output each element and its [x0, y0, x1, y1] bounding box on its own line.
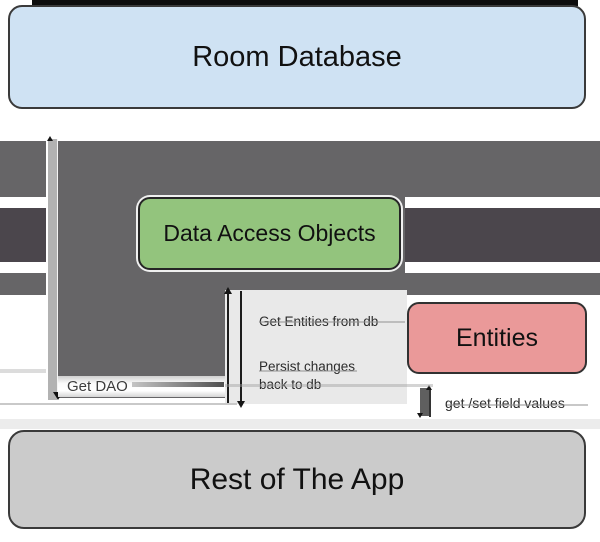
arrowhead-down-icon — [237, 401, 245, 408]
artifact-line — [0, 369, 46, 373]
artifact-line — [0, 403, 237, 405]
artifact-top-border — [32, 0, 578, 6]
node-room-database-label: Room Database — [192, 40, 402, 73]
field-values-arrowhead-up-icon — [426, 385, 432, 390]
artifact-line — [225, 384, 433, 387]
get-dao-rule-line — [132, 382, 224, 387]
dao-entities-arrow-down — [240, 291, 242, 401]
artifact-strip — [0, 419, 600, 429]
field-values-arrow-line — [429, 388, 431, 417]
artifact-line — [447, 404, 588, 406]
edge-label-persist-line2: back to db — [259, 377, 322, 392]
field-values-arrow-bar — [420, 388, 429, 416]
edge-label-persist-line1: Persist changes — [259, 359, 356, 374]
node-data-access-objects-label: Data Access Objects — [163, 220, 376, 246]
artifact-line — [259, 370, 357, 372]
arrowhead-up-icon — [224, 287, 232, 294]
field-values-arrowhead-down-icon — [417, 413, 423, 418]
node-entities-label: Entities — [456, 323, 538, 352]
node-entities: Entities — [407, 302, 587, 374]
node-data-access-objects: Data Access Objects — [138, 197, 401, 270]
edge-label-get-set-field-values: get /set field values — [445, 395, 565, 411]
node-rest-of-the-app-label: Rest of The App — [189, 462, 405, 496]
edge-label-get-dao: Get DAO — [67, 378, 128, 395]
get-dao-arrow-shaft — [46, 139, 58, 400]
node-rest-of-the-app: Rest of The App — [8, 430, 586, 529]
artifact-line — [259, 321, 405, 323]
edge-label-persist-changes: Persist changes back to db — [259, 358, 355, 394]
dao-entities-arrow-up — [227, 293, 229, 403]
get-dao-arrowhead-up-icon — [47, 136, 53, 141]
node-room-database: Room Database — [8, 5, 586, 109]
dao-entities-flow-panel — [225, 290, 407, 404]
